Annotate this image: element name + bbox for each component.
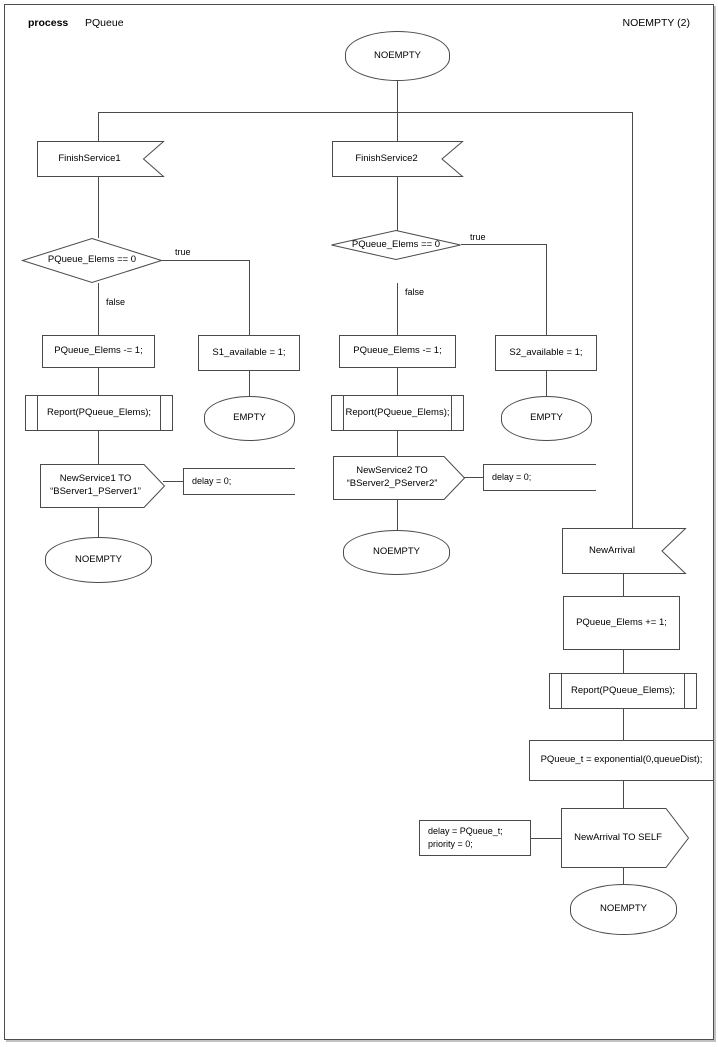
procedure-label: Report(PQueue_Elems);: [345, 406, 450, 418]
connector-decision1-true-v: [249, 260, 250, 335]
connector-exponential-to-output3: [623, 781, 624, 808]
input-label: NewArrival: [589, 544, 635, 556]
input-label: FinishService2: [355, 152, 418, 164]
decision-symbol-shape: [331, 229, 461, 261]
state-label: EMPTY: [233, 412, 266, 424]
connector-decision2-true-v: [546, 244, 547, 335]
state-label: EMPTY: [530, 412, 563, 424]
connector-bar-to-newarrival: [632, 112, 633, 528]
output-symbol-shape: [561, 808, 690, 868]
state-noempty-3[interactable]: NOEMPTY: [570, 884, 677, 935]
output-label: NewService1 TO “BServer1_PServer1”: [50, 473, 141, 497]
state-label: NOEMPTY: [600, 903, 647, 915]
output-newservice2[interactable]: NewService2 TO “BServer2_PServer2”: [333, 456, 466, 500]
connector-comment-ns2: [463, 477, 483, 478]
header-process-name: PQueue: [85, 17, 124, 29]
decision-label: PQueue_Elems == 0: [351, 238, 441, 250]
state-empty-2[interactable]: EMPTY: [501, 396, 592, 441]
connector-decision2-true-h: [461, 244, 546, 245]
comment-delay-priority: delay = PQueue_t; priority = 0;: [419, 820, 531, 856]
comment-delay-1: delay = 0;: [183, 468, 295, 495]
connector-decision1-true-h: [162, 260, 249, 261]
input-label: FinishService1: [58, 152, 121, 164]
input-finishservice2[interactable]: FinishService2: [332, 141, 464, 177]
procedure-label: Report(PQueue_Elems);: [46, 406, 152, 418]
output-symbol-shape: [333, 456, 466, 500]
task-increment[interactable]: PQueue_Elems += 1;: [563, 596, 680, 650]
input-finishservice1[interactable]: FinishService1: [37, 141, 165, 177]
header-keyword: process: [28, 17, 69, 29]
state-noempty-start[interactable]: NOEMPTY: [345, 31, 450, 81]
connector-comment-self: [531, 838, 561, 839]
connector-decision1-false: [98, 283, 99, 335]
output-label: NewService2 TO “BServer2_PServer2”: [346, 465, 438, 489]
output-label: NewArrival TO SELF: [574, 831, 662, 843]
connector-branch-bar: [98, 112, 633, 113]
branch-label-true-1: true: [175, 247, 191, 257]
decision-pqueue-elems-zero-2[interactable]: PQueue_Elems == 0: [331, 229, 461, 261]
connector-task1-to-report1: [98, 368, 99, 395]
connector-output3-to-noempty3: [623, 868, 624, 884]
connector-decision2-false: [397, 283, 398, 335]
decision-symbol-shape: [20, 237, 164, 284]
connector-bar-to-fs1: [98, 112, 99, 141]
state-label: NOEMPTY: [374, 49, 421, 61]
input-symbol-shape: [37, 141, 165, 177]
branch-label-true-2: true: [470, 232, 486, 242]
procedure-report-2[interactable]: Report(PQueue_Elems);: [331, 395, 464, 431]
connector-fs1-to-decision1: [98, 177, 99, 238]
connector-report3-to-exponential: [623, 709, 624, 740]
task-s1-available[interactable]: S1_available = 1;: [198, 335, 300, 371]
connector-start-to-bar: [397, 81, 398, 112]
task-label: PQueue_Elems -= 1;: [54, 345, 143, 357]
output-newarrival-to-self[interactable]: NewArrival TO SELF: [561, 808, 690, 868]
decision-label: PQueue_Elems == 0: [47, 254, 137, 266]
branch-label-false-1: false: [106, 297, 126, 307]
connector-fs2-to-decision2: [397, 177, 398, 238]
task-label: S2_available = 1;: [509, 346, 583, 358]
branch-label-false-2: false: [405, 287, 425, 297]
state-label: NOEMPTY: [373, 546, 420, 558]
task-label: PQueue_Elems -= 1;: [353, 345, 442, 357]
connector-bar-to-fs2: [397, 112, 398, 141]
output-symbol-shape: [40, 464, 166, 508]
connector-inc-to-report3: [623, 650, 624, 673]
task-s2-available[interactable]: S2_available = 1;: [495, 335, 597, 371]
connector-output2-to-noempty2: [397, 500, 398, 530]
state-noempty-2[interactable]: NOEMPTY: [343, 530, 450, 575]
procedure-label: Report(PQueue_Elems);: [570, 684, 676, 696]
connector-s2avail-to-empty2: [546, 371, 547, 396]
task-label: PQueue_Elems += 1;: [576, 616, 667, 628]
task-decrement-2[interactable]: PQueue_Elems -= 1;: [339, 335, 456, 368]
task-decrement-1[interactable]: PQueue_Elems -= 1;: [42, 335, 155, 368]
input-newarrival[interactable]: NewArrival: [562, 528, 687, 574]
input-symbol-shape: [562, 528, 687, 574]
task-label: PQueue_t = exponential(0,queueDist);: [540, 754, 703, 766]
state-noempty-1[interactable]: NOEMPTY: [45, 537, 152, 583]
connector-s1avail-to-empty1: [249, 371, 250, 396]
connector-newarrival-to-inc: [623, 574, 624, 596]
header-page-reference: NOEMPTY (2): [622, 17, 690, 29]
state-label: NOEMPTY: [75, 553, 122, 565]
connector-output1-to-noempty1: [98, 508, 99, 537]
output-newservice1[interactable]: NewService1 TO “BServer1_PServer1”: [40, 464, 166, 508]
task-exponential[interactable]: PQueue_t = exponential(0,queueDist);: [529, 740, 714, 781]
procedure-report-1[interactable]: Report(PQueue_Elems);: [25, 395, 173, 431]
task-label: S1_available = 1;: [212, 346, 286, 358]
comment-delay-2: delay = 0;: [483, 464, 596, 491]
connector-comment-ns1: [163, 481, 183, 482]
decision-pqueue-elems-zero-1[interactable]: PQueue_Elems == 0: [20, 237, 164, 284]
procedure-report-3[interactable]: Report(PQueue_Elems);: [549, 673, 697, 709]
connector-report2-to-output2: [397, 431, 398, 456]
connector-task2-to-report2: [397, 368, 398, 395]
input-symbol-shape: [332, 141, 464, 177]
state-empty-1[interactable]: EMPTY: [204, 396, 295, 441]
connector-report1-to-output1: [98, 431, 99, 464]
